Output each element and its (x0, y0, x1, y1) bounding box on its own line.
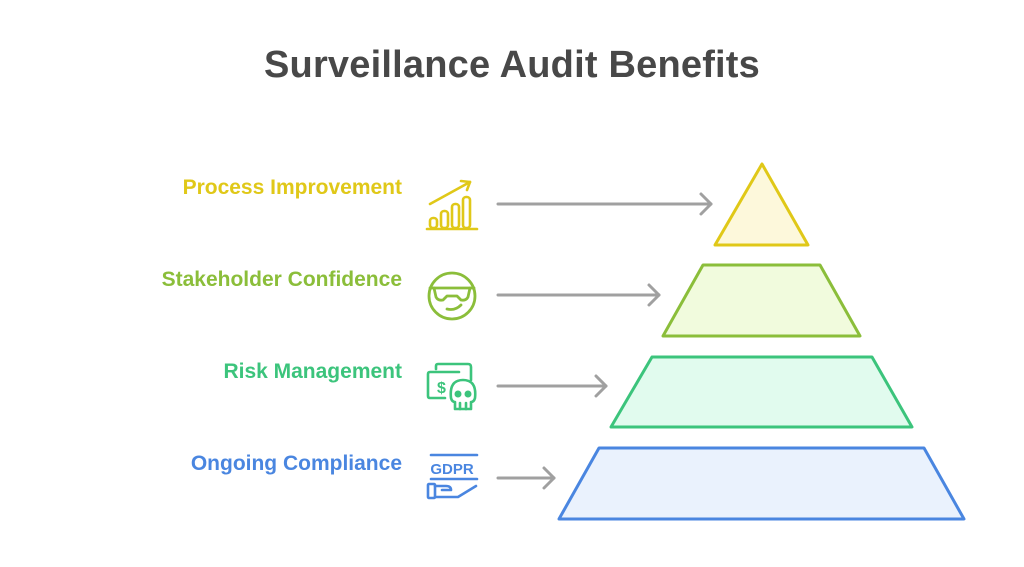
svg-text:$: $ (437, 380, 446, 397)
gdpr-hand-icon: GDPR (426, 453, 479, 500)
pyramid-level-ongoing-compliance (557, 446, 966, 521)
pyramid-level-stakeholder-confidence (661, 263, 862, 338)
label-ongoing-compliance: Ongoing Compliance (190, 452, 402, 475)
arrow-right-icon (496, 192, 713, 216)
svg-text:GDPR: GDPR (430, 461, 474, 478)
arrow-right-icon (496, 466, 556, 490)
label-risk-management: Risk Management (223, 360, 402, 383)
pyramid-level-process-improvement (713, 162, 810, 247)
arrow-right-icon (496, 283, 661, 307)
growth-chart-icon (425, 179, 479, 231)
diagram-title: Surveillance Audit Benefits (263, 44, 760, 86)
arrows (496, 192, 713, 490)
cool-face-sunglasses-icon (427, 271, 477, 321)
pyramid-level-risk-management (609, 355, 914, 429)
label-stakeholder-confidence: Stakeholder Confidence (161, 268, 402, 291)
label-process-improvement: Process Improvement (182, 176, 402, 199)
money-skull-risk-icon: $ (426, 362, 477, 411)
arrow-right-icon (496, 374, 608, 398)
